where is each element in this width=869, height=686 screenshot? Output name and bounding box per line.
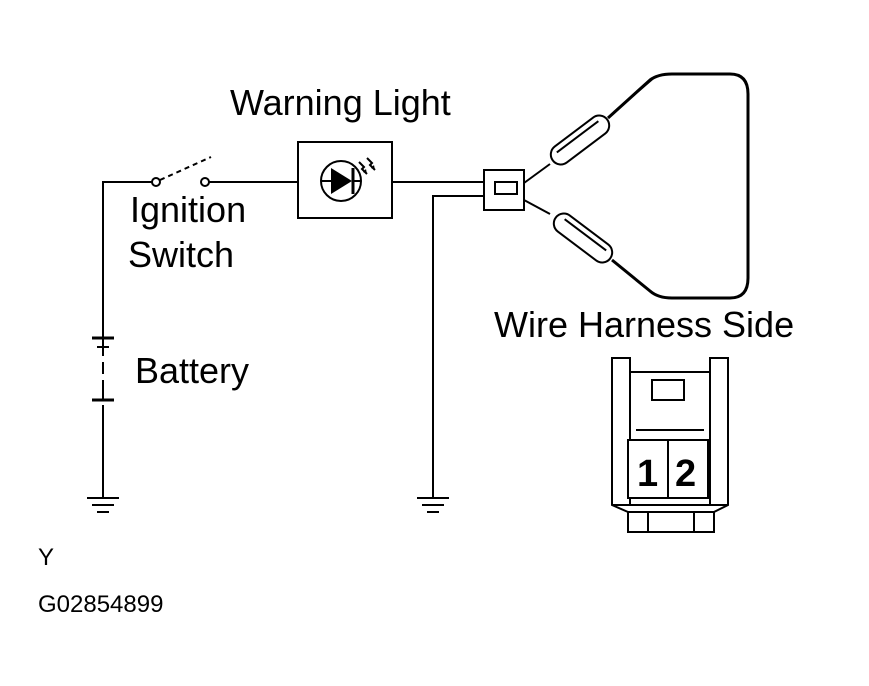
corner-code-label: Y	[38, 544, 54, 571]
jumper-wire	[523, 72, 750, 300]
warning-light-wire	[392, 181, 484, 498]
ignition-switch-symbol	[151, 156, 297, 187]
battery-label: Battery	[135, 350, 249, 391]
warning-light-label: Warning Light	[230, 82, 451, 123]
ground-symbol-left	[87, 497, 119, 513]
figure-id-label: G02854899	[38, 591, 163, 618]
small-connector	[483, 169, 525, 211]
pin-1-label: 1	[637, 453, 658, 495]
ignition-switch-label-line2: Switch	[128, 234, 234, 275]
pin-2-label: 2	[675, 453, 696, 495]
battery-circuit-wire	[102, 181, 152, 498]
warning-light-symbol	[297, 141, 393, 219]
ignition-switch-label-line1: Ignition	[130, 189, 246, 230]
ground-symbol-right	[417, 497, 449, 513]
wire-harness-connector	[611, 357, 729, 533]
wire-harness-side-label: Wire Harness Side	[494, 304, 794, 345]
battery-symbol	[92, 336, 114, 402]
